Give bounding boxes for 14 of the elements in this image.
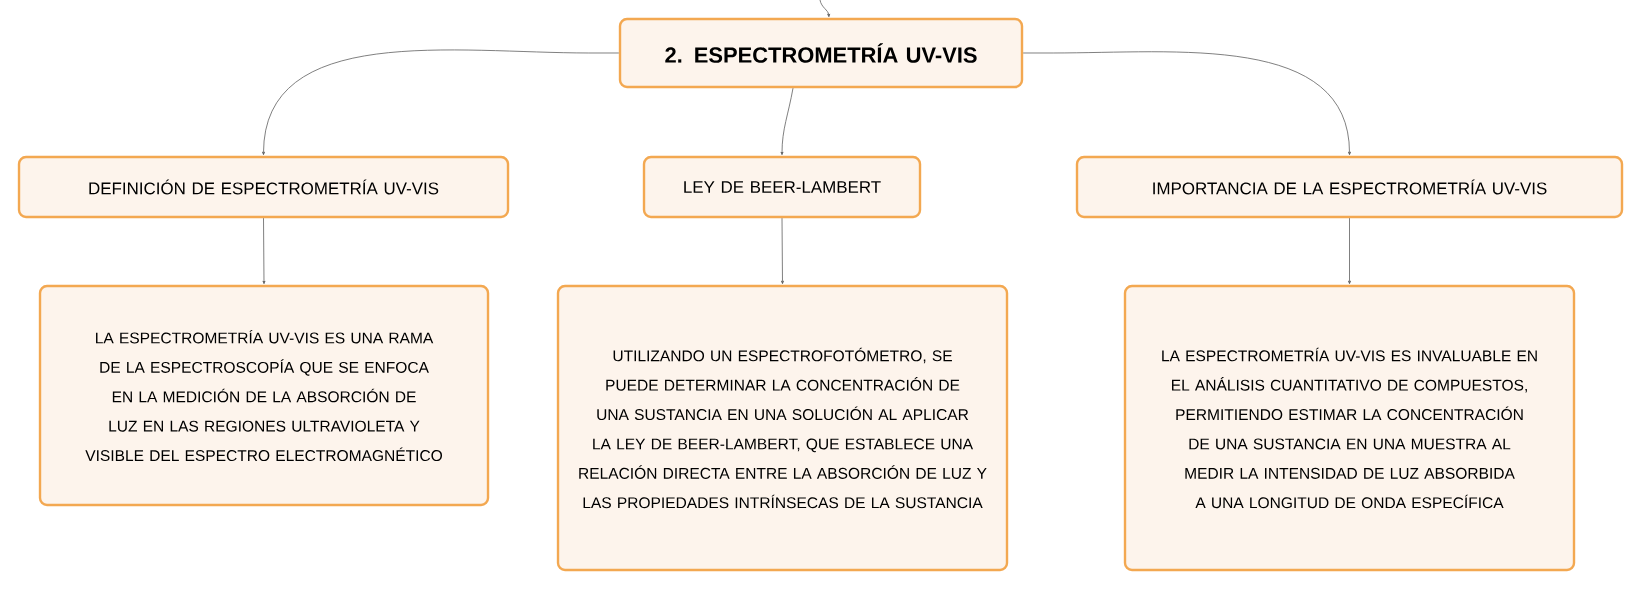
description-box: LA ESPECTROMETRÍA UV-VIS ES UNA RAMA DE LA ESPECTROSCOPÍA QUE SE ENFOCA EN LA MEDICIÓN DE LA ABSORCIÓN DE LUZ EN LAS REGIONES ULTRAVIOLETA Y VISIBLE DEL ESPECTRO ELECTROMAGNÉTICO bbox=[38, 284, 490, 507]
topic-box: LEY DE BEER-LAMBERT bbox=[642, 155, 922, 219]
connector-arrow bbox=[262, 49, 620, 156]
connector-arrow bbox=[1022, 51, 1351, 156]
topic-box: DEFINICIÓN DE ESPECTROMETRÍA UV-VIS bbox=[17, 155, 510, 219]
description-box: UTILIZANDO UN ESPECTROFOTÓMETRO, SE PUEDE DETERMINAR LA CONCENTRACIÓN DE UNA SUSTANCIA EN UNA SOLUCIÓN AL APLICAR LA LEY DE BEER-LAMBERT, QUE ESTABLECE UNA RELACIÓN DIRECTA ENTRE LA ABSORCIÓN DE LUZ Y LAS PROPIEDADES INTRÍNSECAS DE LA SUSTANCIA bbox=[556, 284, 1009, 572]
connector-arrow bbox=[262, 217, 266, 285]
connector-arrow bbox=[781, 217, 784, 285]
title-box: 2. ESPECTROMETRÍA UV-VIS bbox=[618, 17, 1024, 89]
topic-box: IMPORTANCIA DE LA ESPECTROMETRÍA UV-VIS bbox=[1075, 155, 1624, 219]
connector-arrow bbox=[819, 0, 831, 18]
connector-arrow bbox=[1348, 217, 1351, 285]
description-box: LA ESPECTROMETRÍA UV-VIS ES INVALUABLE EN EL ANÁLISIS CUANTITATIVO DE COMPUESTOS, PERMITIENDO ESTIMAR LA CONCENTRACIÓN DE UNA SUSTANCIA EN UNA MUESTRA AL MEDIR LA INTENSIDAD DE LUZ ABSORBIDA A UNA LONGITUD DE ONDA ESPECÍFICA bbox=[1123, 284, 1576, 572]
connector-arrow bbox=[780, 87, 794, 156]
